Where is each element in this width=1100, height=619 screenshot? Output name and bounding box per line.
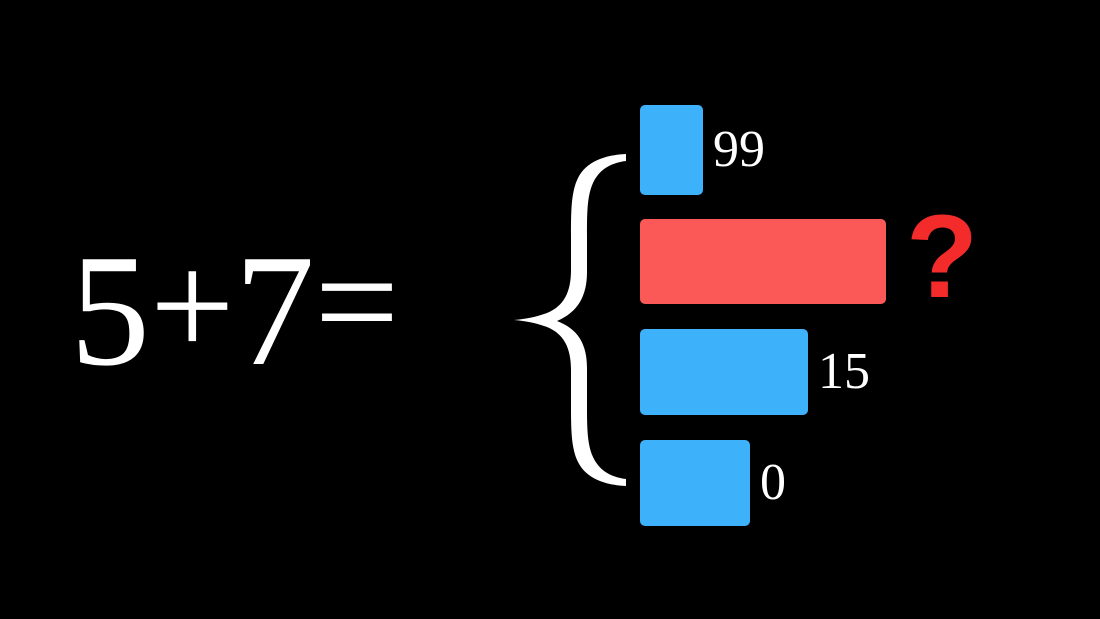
- equation-left-operand: 5: [70, 220, 150, 399]
- bar-4[interactable]: [640, 440, 750, 526]
- bar-4-value-label: 0: [760, 454, 786, 511]
- bar-2-question-mark-label: ?: [906, 191, 979, 324]
- bar-3-value-label: 15: [818, 343, 870, 400]
- equation-plus-operator: +: [150, 222, 235, 389]
- bar-1[interactable]: [640, 105, 703, 195]
- table-row: ?: [640, 198, 978, 316]
- equation-right-operand: 7: [234, 220, 315, 399]
- bar-chart: 99 ? 15 0: [640, 100, 1080, 540]
- bar-2[interactable]: [640, 219, 886, 304]
- table-row: 99: [640, 105, 765, 195]
- equation: 5 + 7 =: [70, 222, 510, 397]
- table-row: 15: [640, 329, 870, 415]
- bar-3[interactable]: [640, 329, 808, 415]
- equation-equals-sign: =: [314, 218, 400, 385]
- left-curly-brace-icon: [500, 140, 640, 500]
- table-row: 0: [640, 440, 786, 526]
- bar-1-value-label: 99: [713, 121, 765, 178]
